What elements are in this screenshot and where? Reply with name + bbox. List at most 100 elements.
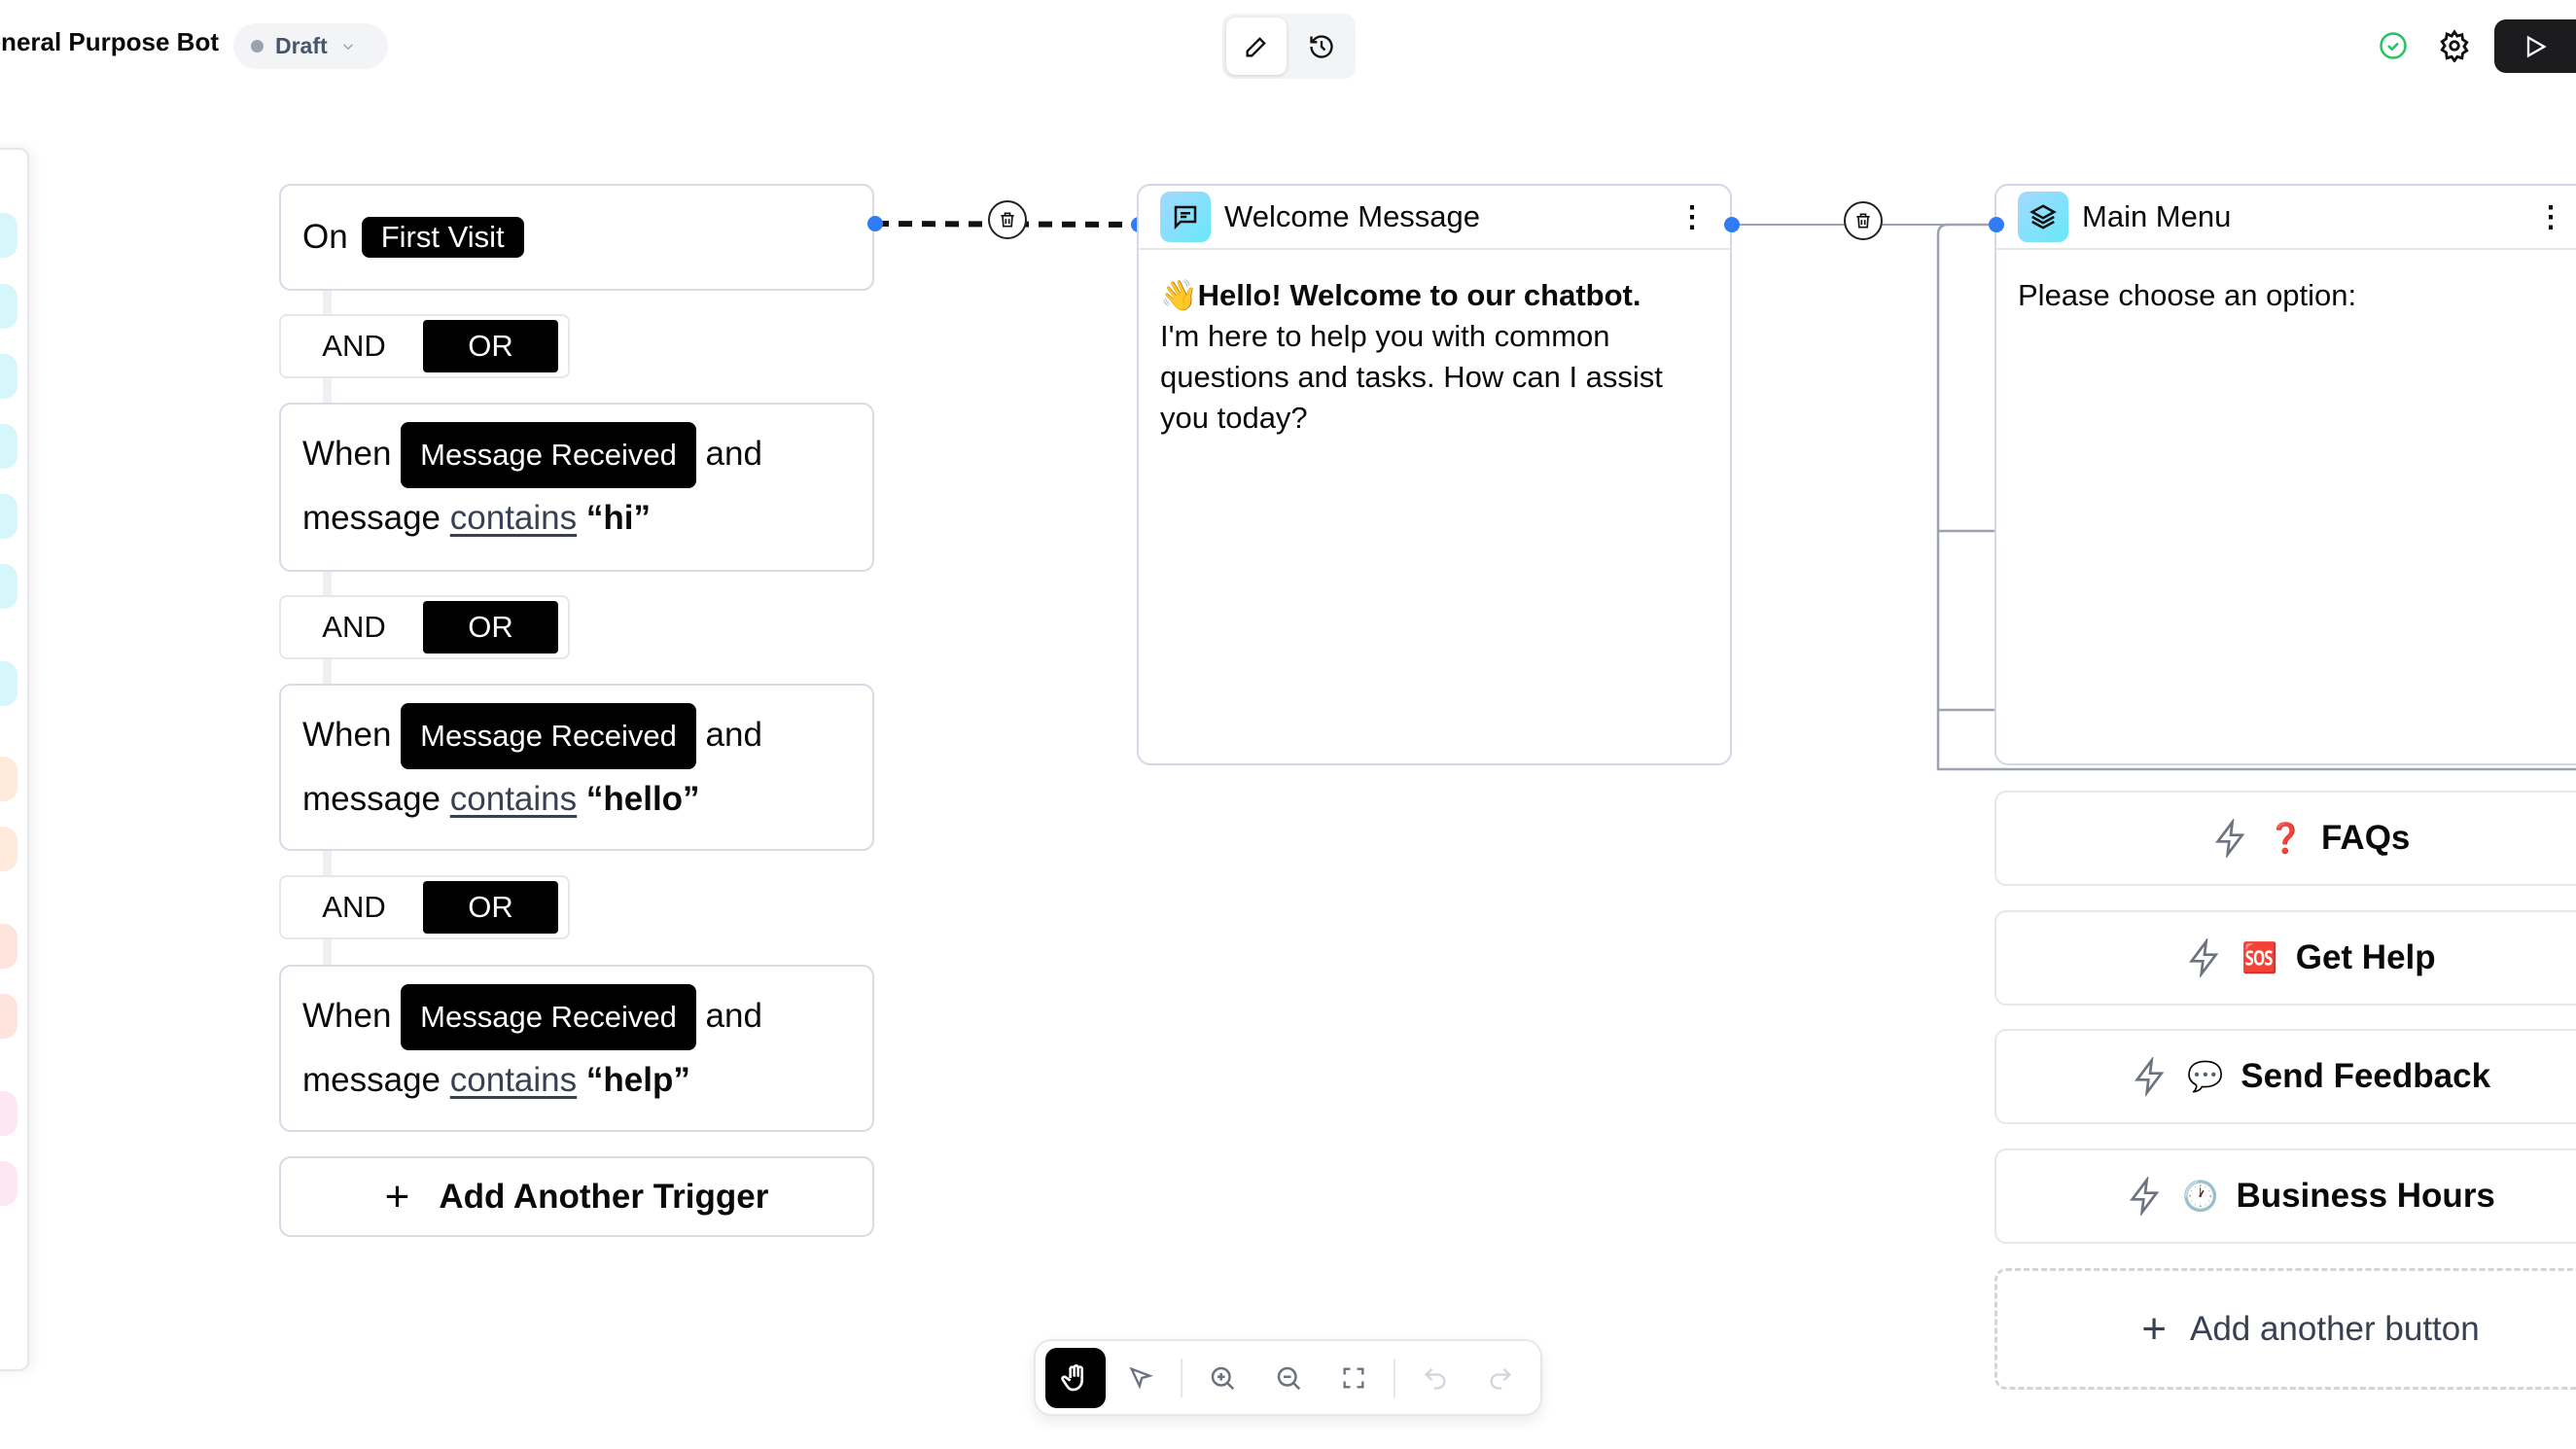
plus-icon: + (2141, 1304, 2167, 1353)
hand-tool-button[interactable] (1045, 1347, 1106, 1408)
output-handle[interactable] (867, 216, 883, 231)
trigger-connector (323, 939, 332, 965)
palette-item[interactable] (0, 564, 18, 609)
more-options-icon[interactable]: ⋮ (2536, 201, 2565, 233)
palette-item[interactable] (0, 994, 18, 1039)
mode-toggle (1222, 14, 1356, 79)
check-circle-icon[interactable] (2379, 31, 2408, 60)
subject-label: message (302, 1061, 441, 1099)
lightning-icon (2134, 1057, 2165, 1096)
menu-button-faqs[interactable]: ❓ FAQs (1994, 791, 2576, 886)
palette-item[interactable] (0, 924, 18, 969)
more-options-icon[interactable]: ⋮ (1677, 201, 1707, 233)
palette-item[interactable] (0, 284, 18, 329)
welcome-message-node[interactable]: Welcome Message ⋮ 👋Hello! Welcome to our… (1137, 184, 1732, 765)
wave-emoji: 👋 (1160, 278, 1198, 312)
palette-item[interactable] (0, 1091, 18, 1136)
and-option[interactable]: AND (322, 890, 386, 924)
trigger-prefix: On (302, 218, 348, 256)
or-option[interactable]: OR (423, 881, 558, 934)
event-tag[interactable]: Message Received (401, 703, 696, 769)
menu-button-business-hours[interactable]: 🕐Business Hours (1994, 1149, 2576, 1244)
palette-item[interactable] (0, 213, 18, 258)
trigger-connector (323, 378, 332, 403)
menu-button-send-feedback[interactable]: 💬Send Feedback (1994, 1029, 2576, 1124)
edge-trigger-welcome[interactable] (874, 221, 1140, 228)
button-emoji: 🆘 (2241, 941, 2278, 974)
logic-toggle[interactable]: AND OR (279, 314, 570, 378)
redo-button[interactable] (1470, 1348, 1531, 1408)
menu-button-get-help[interactable]: 🆘 Get Help (1994, 910, 2576, 1006)
button-emoji: 💬 (2186, 1060, 2224, 1093)
match-value[interactable]: “hi” (585, 499, 651, 537)
logic-toggle[interactable]: AND OR (279, 875, 570, 939)
hand-icon (1061, 1363, 1083, 1391)
or-option[interactable]: OR (423, 320, 558, 372)
edit-button[interactable] (1226, 18, 1287, 75)
zoom-in-icon (1211, 1366, 1235, 1390)
layers-icon (2018, 192, 2068, 242)
pointer-icon (1129, 1366, 1154, 1389)
status-dropdown[interactable]: Draft (233, 23, 388, 69)
operator-link[interactable]: contains (449, 1061, 578, 1099)
redo-icon (1490, 1367, 1512, 1390)
node-header: Welcome Message (1139, 186, 1730, 250)
edge-button-links (1936, 223, 2576, 771)
match-value[interactable]: “help” (585, 1061, 690, 1099)
add-trigger-label: Add Another Trigger (439, 1177, 769, 1216)
trigger-first-visit[interactable]: On First Visit (279, 184, 874, 291)
trigger-condition[interactable]: When Message Received and message contai… (279, 684, 874, 851)
palette-item[interactable] (0, 424, 18, 469)
button-label: FAQs (2320, 819, 2411, 857)
bot-title[interactable]: General Purpose Bot (0, 27, 219, 56)
node-body: Please choose an option: (1996, 250, 2576, 341)
delete-edge-button[interactable] (1844, 201, 1883, 240)
run-button[interactable] (2494, 19, 2576, 73)
or-option[interactable]: OR (423, 601, 558, 654)
undo-button[interactable] (1405, 1348, 1465, 1408)
history-button[interactable] (1292, 18, 1353, 75)
trigger-condition[interactable]: When Message Received and message contai… (279, 965, 874, 1132)
fit-view-icon (1343, 1367, 1364, 1388)
trigger-connector (323, 291, 332, 314)
logic-toggle[interactable]: AND OR (279, 595, 570, 659)
trigger-condition[interactable]: When Message Received and message contai… (279, 403, 874, 572)
and-option[interactable]: AND (322, 329, 386, 363)
output-handle[interactable] (1724, 217, 1740, 232)
chevron-down-icon (342, 43, 353, 50)
palette-item[interactable] (0, 1161, 18, 1206)
palette-item[interactable] (0, 661, 18, 706)
button-label: Get Help (2295, 938, 2436, 976)
play-icon (2526, 35, 2547, 57)
message-icon (1160, 192, 1211, 242)
operator-link[interactable]: contains (449, 499, 578, 537)
input-handle[interactable] (1989, 217, 2004, 232)
add-menu-button[interactable]: +Add another button (1994, 1268, 2576, 1390)
palette-item[interactable] (0, 827, 18, 871)
event-tag[interactable]: Message Received (401, 984, 696, 1050)
zoom-out-button[interactable] (1258, 1348, 1319, 1408)
palette-item[interactable] (0, 757, 18, 801)
canvas-toolbar (1034, 1339, 1542, 1416)
add-trigger-button[interactable]: + Add Another Trigger (279, 1156, 874, 1237)
fit-view-button[interactable] (1323, 1348, 1384, 1408)
gear-icon[interactable] (2438, 29, 2471, 62)
status-dot (251, 40, 264, 53)
delete-edge-button[interactable] (988, 200, 1027, 239)
select-tool-button[interactable] (1112, 1348, 1172, 1408)
button-emoji: ❓ (2267, 822, 2304, 855)
trigger-event-tag[interactable]: First Visit (361, 217, 524, 258)
main-menu-node[interactable]: Main Menu ⋮ Please choose an option: (1994, 184, 2576, 765)
event-tag[interactable]: Message Received (401, 422, 696, 488)
match-value[interactable]: “hello” (585, 780, 700, 818)
button-label: Business Hours (2236, 1177, 2495, 1215)
and-option[interactable]: AND (322, 610, 386, 644)
lightning-icon (2214, 819, 2244, 858)
node-header: Main Menu (1996, 186, 2576, 250)
zoom-in-button[interactable] (1192, 1348, 1253, 1408)
operator-link[interactable]: contains (449, 780, 578, 818)
node-body: 👋Hello! Welcome to our chatbot. I'm here… (1139, 250, 1730, 464)
palette-item[interactable] (0, 354, 18, 399)
node-palette-panel[interactable] (0, 148, 29, 1371)
palette-item[interactable] (0, 494, 18, 539)
